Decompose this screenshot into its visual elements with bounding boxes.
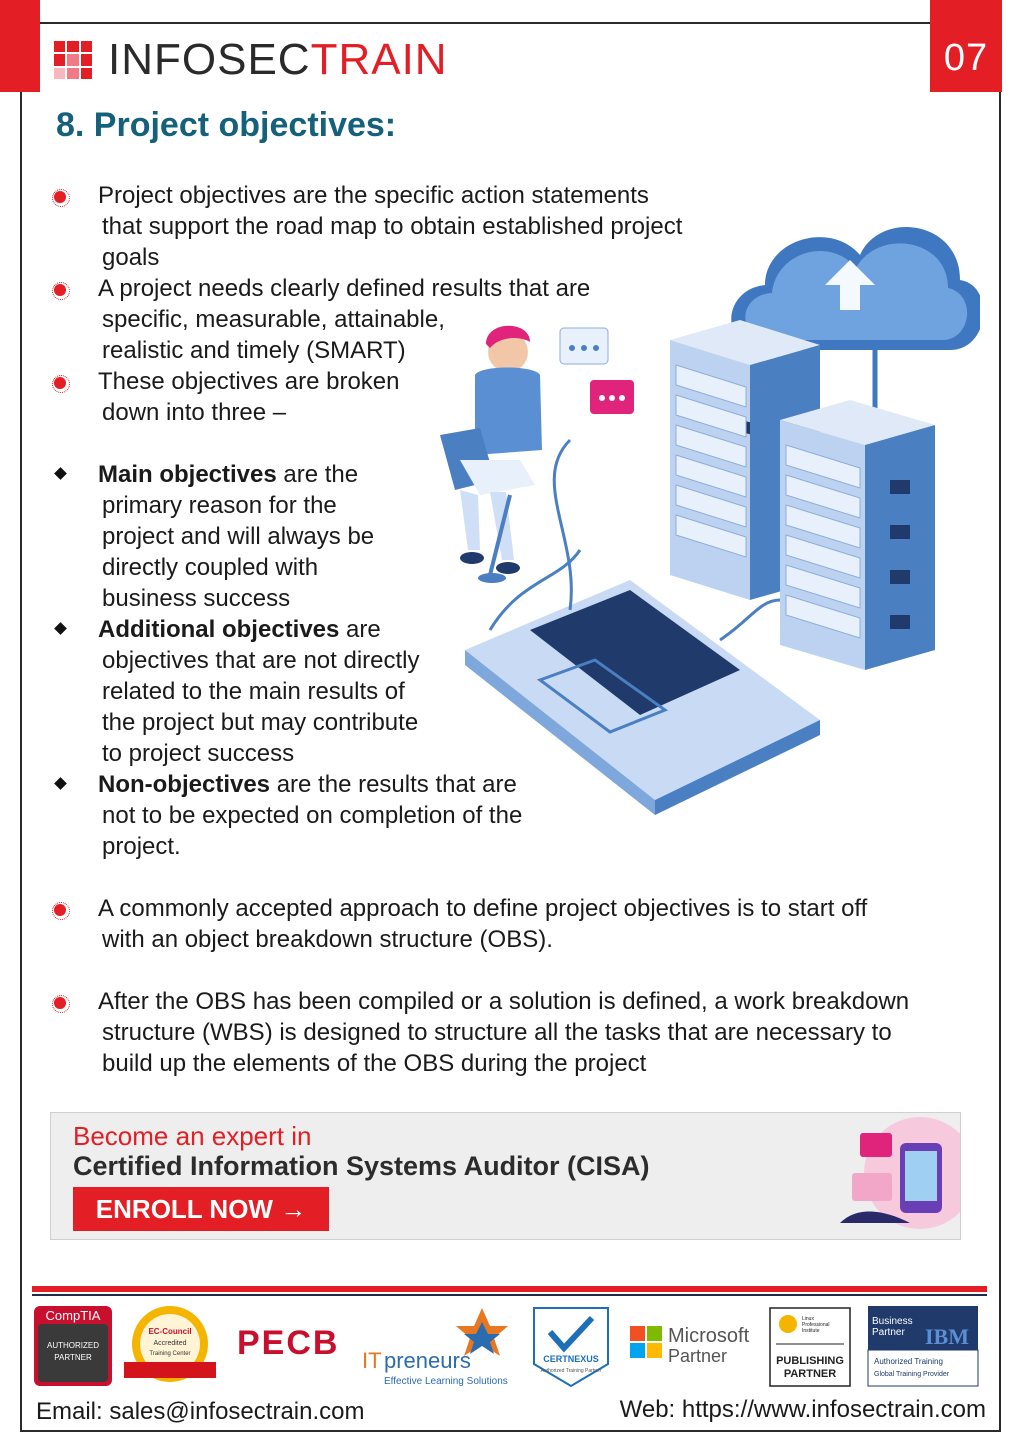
list-item: Main objectives are the primary reason f… bbox=[54, 459, 974, 614]
logo-wordmark: INFOSECTRAIN bbox=[108, 35, 448, 84]
svg-text:CompTIA: CompTIA bbox=[46, 1308, 101, 1323]
list-item: After the OBS has been compiled or a sol… bbox=[52, 986, 974, 1079]
website-link[interactable]: Web: https://www.infosectrain.com bbox=[619, 1396, 986, 1423]
microsoft-partner-logo: Microsoft Partner bbox=[630, 1325, 750, 1366]
list-item: A commonly accepted approach to define p… bbox=[52, 893, 974, 955]
enroll-now-button[interactable]: ENROLL NOW → bbox=[73, 1187, 329, 1231]
svg-text:preneurs: preneurs bbox=[384, 1348, 471, 1373]
certnexus-logo: CERTNEXUS Authorized Training Partner bbox=[533, 1307, 609, 1388]
objectives-list: Project objectives are the specific acti… bbox=[52, 180, 974, 1079]
footer-divider-navy bbox=[32, 1294, 987, 1296]
svg-text:EC-Council: EC-Council bbox=[148, 1327, 191, 1336]
svg-text:Authorized Training: Authorized Training bbox=[874, 1357, 943, 1366]
comptia-partner-logo: CompTIA AUTHORIZED PARTNER bbox=[34, 1306, 112, 1386]
diamond-bullet-icon bbox=[54, 467, 67, 480]
ec-council-badge-logo: EC-Council Accredited Training Center bbox=[124, 1306, 216, 1382]
svg-text:Linux: Linux bbox=[802, 1316, 814, 1322]
svg-text:AUTHORIZED: AUTHORIZED bbox=[47, 1341, 99, 1350]
cloud-upload-icon bbox=[731, 227, 980, 410]
svg-text:Training Center: Training Center bbox=[149, 1351, 190, 1357]
list-item: Additional objectives are objectives tha… bbox=[54, 614, 974, 769]
svg-text:PUBLISHING: PUBLISHING bbox=[776, 1355, 844, 1367]
bullet-icon bbox=[52, 902, 70, 920]
partner-logos: CompTIA AUTHORIZED PARTNER EC-Council Ac… bbox=[34, 1306, 979, 1388]
ibm-business-partner-logo: Business Partner IBM Authorized Training… bbox=[867, 1306, 979, 1387]
contact-email[interactable]: Email: sales@infosectrain.com bbox=[36, 1398, 365, 1425]
svg-text:Effective Learning Solutions: Effective Learning Solutions bbox=[384, 1376, 508, 1387]
svg-text:Institute: Institute bbox=[802, 1328, 820, 1334]
cisa-promo-banner: Become an expert in Certified Informatio… bbox=[50, 1112, 961, 1240]
bullet-icon bbox=[52, 375, 70, 393]
svg-text:IT: IT bbox=[362, 1348, 382, 1373]
itpreneurs-logo: IT preneurs Effective Learning Solutions bbox=[362, 1308, 508, 1387]
section-title: 8. Project objectives: bbox=[56, 106, 397, 144]
bullet-icon bbox=[52, 995, 70, 1013]
corner-accent bbox=[0, 0, 40, 92]
lpi-publishing-partner-logo: Linux Professional Institute PUBLISHING … bbox=[769, 1307, 851, 1387]
chat-bubble-icon bbox=[559, 327, 634, 414]
svg-text:Microsoft: Microsoft bbox=[668, 1325, 750, 1347]
svg-text:IBM: IBM bbox=[925, 1324, 969, 1349]
svg-text:PARTNER: PARTNER bbox=[54, 1353, 92, 1362]
svg-text:Partner: Partner bbox=[668, 1346, 727, 1366]
banner-illustration bbox=[840, 1117, 960, 1229]
svg-text:Business: Business bbox=[872, 1316, 913, 1327]
cloud-server-illustration bbox=[440, 227, 980, 815]
laptop-keyboard-icon bbox=[465, 580, 820, 815]
logo-grid-icon bbox=[54, 41, 92, 79]
list-item: Non-objectives are the results that are … bbox=[54, 769, 974, 862]
spacer bbox=[54, 955, 974, 986]
bullet-icon bbox=[52, 189, 70, 207]
list-item: These objectives are broken down into th… bbox=[52, 366, 974, 428]
pecb-logo: PECB bbox=[237, 1324, 339, 1362]
bullet-icon bbox=[52, 282, 70, 300]
person-with-laptop-icon bbox=[440, 325, 542, 583]
spacer bbox=[54, 862, 974, 893]
svg-text:Professional: Professional bbox=[802, 1322, 830, 1328]
infosectrain-logo: INFOSECTRAIN bbox=[54, 38, 448, 82]
svg-text:CERTNEXUS: CERTNEXUS bbox=[543, 1354, 599, 1364]
diamond-bullet-icon bbox=[54, 622, 67, 635]
banner-course-title: Certified Information Systems Auditor (C… bbox=[73, 1151, 650, 1181]
page-number: 07 bbox=[930, 0, 1002, 92]
footer-divider-red bbox=[32, 1286, 987, 1292]
svg-text:Authorized Training Partner: Authorized Training Partner bbox=[541, 1368, 602, 1374]
svg-text:PARTNER: PARTNER bbox=[784, 1368, 836, 1380]
list-item: Project objectives are the specific acti… bbox=[52, 180, 974, 273]
page-frame bbox=[20, 22, 1001, 1432]
server-rack-icon bbox=[780, 400, 935, 670]
svg-text:Partner: Partner bbox=[872, 1327, 905, 1338]
banner-tagline: Become an expert in bbox=[73, 1121, 312, 1151]
svg-text:Global Training Provider: Global Training Provider bbox=[874, 1371, 950, 1378]
list-item: A project needs clearly defined results … bbox=[52, 273, 974, 366]
diamond-bullet-icon bbox=[54, 777, 67, 790]
svg-text:Accredited: Accredited bbox=[153, 1340, 186, 1347]
